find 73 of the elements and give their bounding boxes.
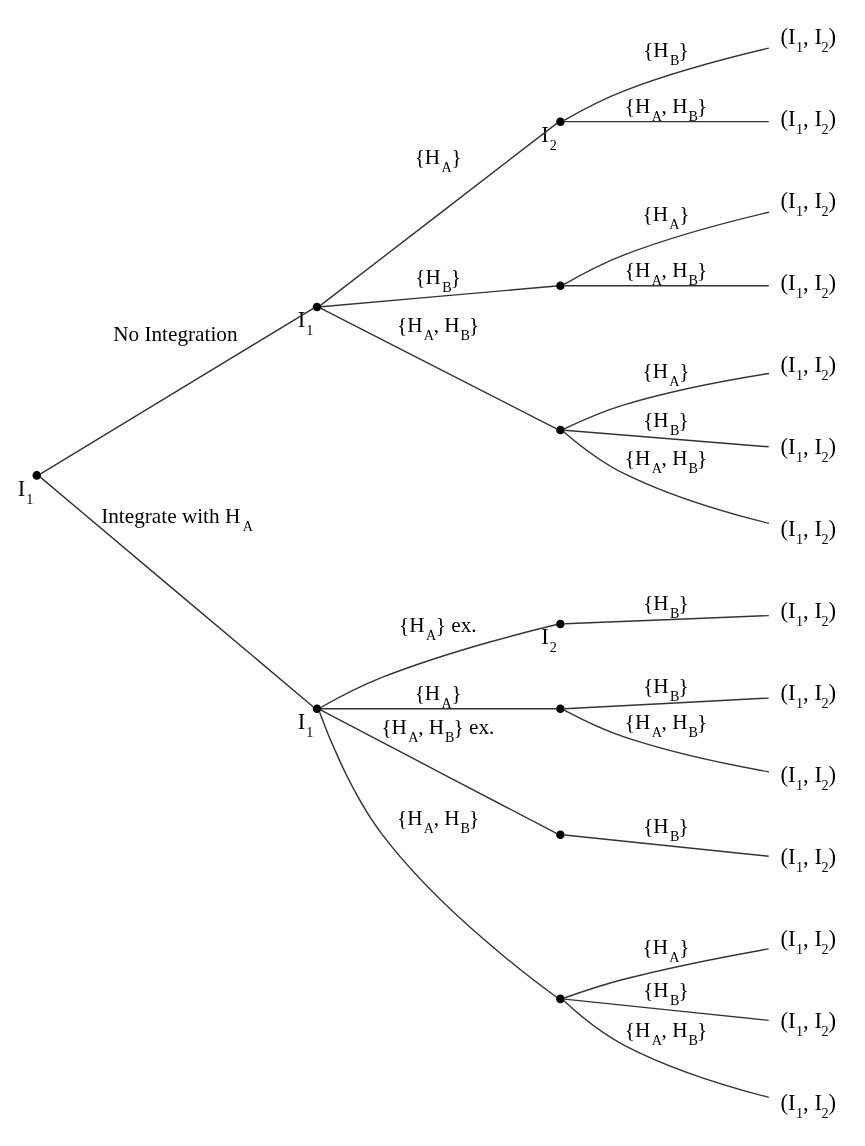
node-text: (I$_{1}$, I$_{2}$)	[779, 762, 836, 794]
node-text: (I$_{1}$, I$_{2}$)	[779, 844, 836, 876]
connector	[319, 709, 557, 835]
connector	[562, 709, 770, 773]
node-text: (I$_{1}$, I$_{2}$)	[779, 187, 836, 219]
node-text: (I$_{1}$, I$_{2}$)	[779, 351, 836, 383]
edge-label: {H$_{B}$}	[642, 814, 689, 845]
edge-label: {H$_{A}$, H$_{B}$}	[624, 709, 707, 740]
node-circle	[555, 425, 565, 435]
edge-label: {H$_{A}$}	[414, 681, 462, 712]
node-circle	[555, 281, 565, 291]
edge-label: {H$_{B}$}	[642, 408, 689, 439]
connector	[319, 623, 558, 709]
connector	[562, 431, 770, 525]
node-label: I$_{2}$	[540, 624, 557, 656]
node-text: (I$_{1}$, I$_{2}$)	[779, 105, 836, 137]
edge-label: {H$_{B}$}	[642, 37, 689, 68]
connector	[319, 708, 557, 710]
edge-label: {H$_{A}$}	[641, 934, 689, 965]
edge-label: No Integration	[112, 321, 238, 346]
connector	[39, 476, 314, 708]
node-circle	[555, 994, 565, 1004]
edge-label: {H$_{A}$}	[641, 358, 689, 389]
node-text: (I$_{1}$, I$_{2}$)	[779, 23, 836, 55]
connector	[563, 697, 769, 710]
edge-label: {H$_{B}$}	[642, 978, 689, 1009]
edge-label: {H$_{A}$} ex.	[398, 613, 477, 644]
connector	[562, 948, 769, 999]
connector	[562, 47, 770, 121]
node-text: (I$_{1}$, I$_{2}$)	[779, 926, 836, 958]
edge-label: {H$_{A}$, H$_{B}$}	[624, 94, 707, 125]
node-circle	[555, 704, 565, 714]
node-circle	[555, 830, 565, 839]
edge-label: {H$_{A}$, H$_{B}$}	[624, 446, 707, 477]
node-circle	[32, 471, 41, 480]
node-circle	[555, 117, 565, 126]
connector	[318, 711, 558, 999]
connector	[563, 285, 769, 287]
edge-label: {H$_{A}$}	[414, 145, 462, 176]
edge-label: {H$_{A}$, H$_{B}$}	[624, 258, 707, 289]
edge-label: {H$_{A}$}	[641, 201, 689, 232]
node-label: I$_{1}$	[297, 709, 313, 741]
edge-label: {H$_{B}$}	[414, 265, 461, 296]
connector	[319, 307, 557, 430]
connector	[39, 307, 314, 475]
connector	[319, 122, 558, 307]
node-text: (I$_{1}$, I$_{2}$)	[779, 597, 836, 629]
connector	[563, 429, 769, 448]
node-text: (I$_{1}$, I$_{2}$)	[779, 269, 836, 301]
node-text: (I$_{1}$, I$_{2}$)	[779, 1008, 836, 1040]
node-text: (I$_{1}$, I$_{2}$)	[779, 680, 836, 712]
node-label: I$_{1}$	[17, 475, 33, 507]
edge-label: {H$_{A}$, H$_{B}$}	[624, 1018, 707, 1049]
edge-label: {H$_{A}$, H$_{B}$}	[396, 805, 479, 836]
connector	[562, 372, 770, 430]
connector	[562, 211, 770, 286]
edge-label: {H$_{A}$, H$_{B}$}	[396, 313, 479, 344]
node-text: (I$_{1}$, I$_{2}$)	[779, 515, 836, 547]
node-text: (I$_{1}$, I$_{2}$)	[779, 433, 836, 465]
node-circle	[555, 619, 565, 629]
connector	[563, 834, 769, 857]
connector	[563, 998, 769, 1022]
connector	[319, 285, 557, 308]
edge-label: Integrate with H$_{A}$	[100, 504, 253, 535]
edge-label: {H$_{B}$}	[642, 674, 689, 705]
edge-label: {H$_{A}$, H$_{B}$} ex.	[380, 715, 494, 746]
node-circle	[312, 704, 321, 714]
connector	[563, 120, 769, 123]
connector	[563, 614, 769, 625]
node-text: (I$_{1}$, I$_{2}$)	[779, 1090, 836, 1122]
connector	[562, 999, 770, 1099]
node-circle	[312, 302, 321, 312]
edge-label: {H$_{B}$}	[642, 590, 689, 621]
